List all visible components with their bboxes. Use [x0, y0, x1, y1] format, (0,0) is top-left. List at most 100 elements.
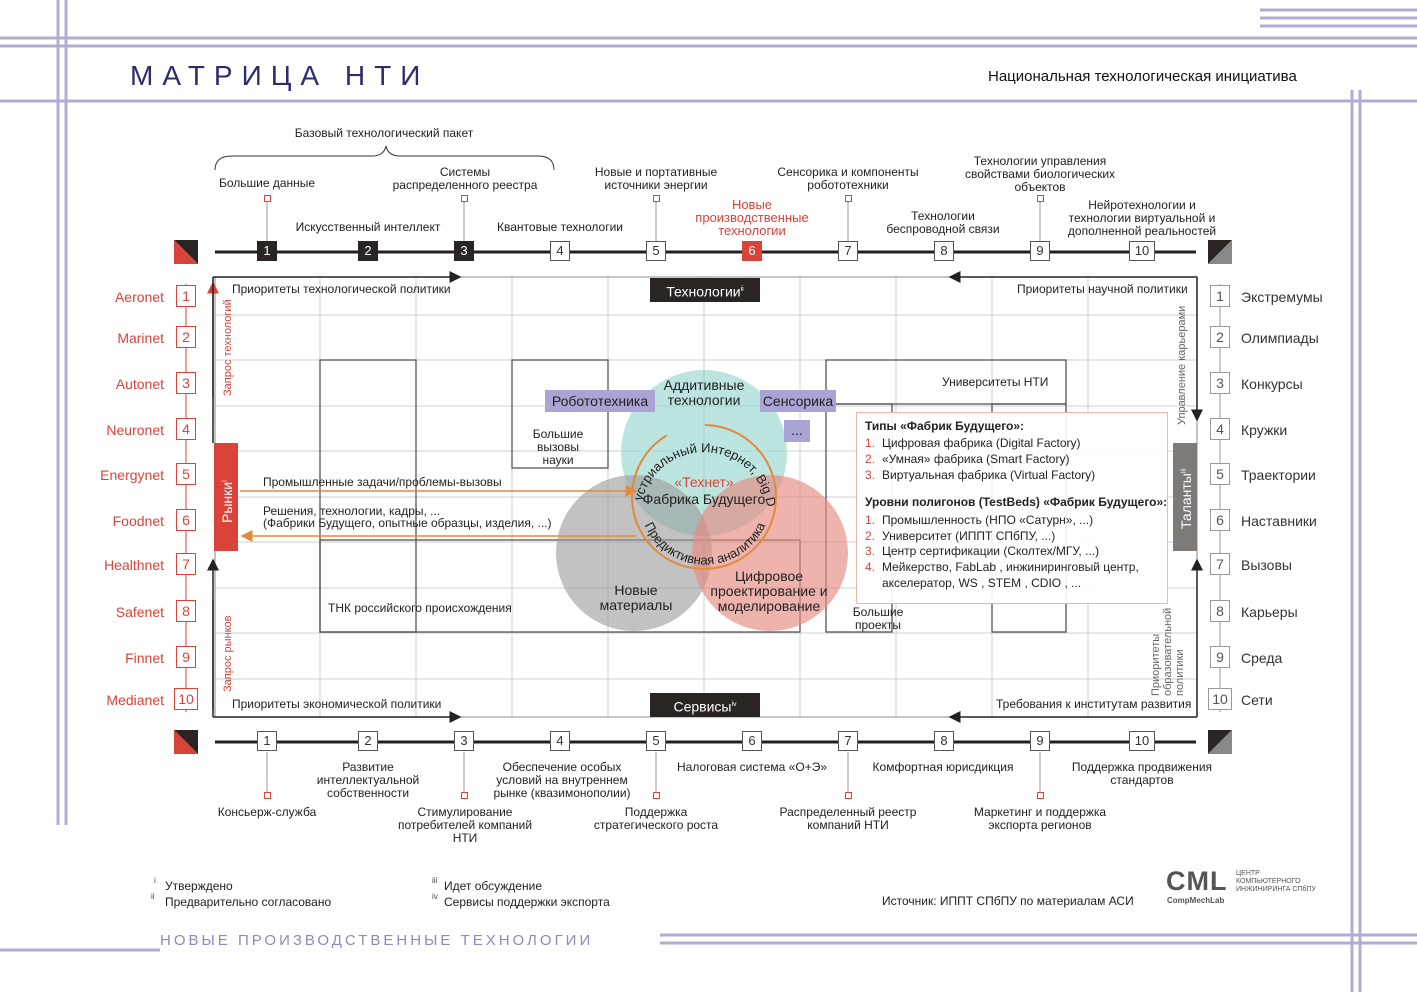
logo-line-2: КОМПЬЮТЕРНОГО	[1236, 878, 1301, 885]
arrow-solutions-label-1: Решения, технологии, кадры, ...	[263, 504, 441, 518]
tnk-label: ТНК российского происхождения	[328, 601, 512, 615]
cml-logo: CML	[1166, 866, 1228, 896]
market-num-1: 1	[176, 285, 196, 307]
talent-label-8: Карьеры	[1241, 604, 1298, 620]
top-label-9: Технологии управления свойствами биологи…	[964, 154, 1116, 194]
market-label-8: Safenet	[115, 604, 164, 620]
types-title: Типы «Фабрик Будущего»:	[865, 419, 1025, 433]
market-num-10: 10	[174, 688, 198, 710]
policy-economy: Приоритеты экономической политики	[232, 697, 442, 711]
levels-n-1: 1.	[865, 513, 876, 527]
talent-num-9: 9	[1210, 646, 1230, 668]
logo-line-1: ЦЕНТР	[1236, 870, 1260, 877]
market-num-2: 2	[176, 326, 196, 348]
fn-text-1: Утверждено	[165, 879, 233, 893]
levels-n-4: 4.	[865, 560, 876, 574]
bottom-label-4: Обеспечение особых условий на внутреннем…	[493, 760, 631, 800]
footer-title: НОВЫЕ ПРОИЗВОДСТВЕННЫЕ ТЕХНОЛОГИИ	[160, 932, 594, 949]
svg-text:Предиктивная аналитика: Предиктивная аналитика	[642, 519, 769, 568]
robotics-tag: Робототехника	[545, 390, 655, 412]
bottom-label-10: Поддержка продвижения стандартов	[1071, 760, 1213, 787]
bottom-marker	[461, 792, 468, 799]
top-marker	[461, 195, 468, 202]
market-num-8: 8	[176, 600, 196, 622]
bottom-label-5: Поддержка стратегического роста	[593, 805, 719, 832]
market-num-4: 4	[176, 418, 196, 440]
levels-n-2: 2.	[865, 529, 876, 543]
talent-num-3: 3	[1210, 372, 1230, 394]
bottom-box-6: 6	[742, 731, 762, 751]
bottom-box-4: 4	[550, 731, 570, 751]
bottom-box-9: 9	[1030, 731, 1050, 751]
talent-num-1: 1	[1210, 285, 1230, 307]
big-challenges-label: Большие вызовы науки	[532, 427, 584, 467]
top-box-4: 4	[550, 241, 570, 261]
market-label-5: Energynet	[100, 467, 164, 483]
bottom-box-5: 5	[646, 731, 666, 751]
fn-mark-1: i	[154, 876, 156, 885]
universities-label: Университеты НТИ	[942, 375, 1049, 389]
types-n-2: 2.	[865, 452, 876, 466]
market-num-3: 3	[176, 372, 196, 394]
talent-label-6: Наставники	[1241, 513, 1317, 529]
services-band-label: Сервисы	[673, 698, 732, 715]
svg-text:Индустриальный Интернет, Big D: Индустриальный Интернет, Big Data	[0, 0, 779, 508]
bottom-box-8: 8	[934, 731, 954, 751]
fn-text-2: Предварительно согласовано	[165, 895, 332, 909]
talent-label-4: Кружки	[1241, 422, 1288, 438]
types-n-1: 1.	[865, 436, 876, 450]
bottom-box-7: 7	[838, 731, 858, 751]
top-label-8: Технологии беспроводной связи	[886, 209, 1000, 236]
additive-label: Аддитивные технологии	[663, 377, 745, 408]
fn-text-4: Сервисы поддержки экспорта	[444, 895, 610, 909]
bottom-box-1: 1	[257, 731, 277, 751]
top-box-3: 3	[454, 241, 474, 261]
digital-design-label: Цифровое проектирование и моделирование	[710, 568, 828, 614]
info-box	[856, 412, 1168, 604]
talent-label-7: Вызовы	[1241, 557, 1292, 573]
types-n-3: 3.	[865, 468, 876, 482]
bottom-marker	[653, 792, 660, 799]
market-num-7: 7	[176, 553, 196, 575]
services-band-sup: iv	[731, 701, 737, 708]
talent-label-9: Среда	[1241, 650, 1283, 666]
types-t-2: «Умная» фабрика (Smart Factory)	[882, 452, 1070, 466]
markets-band: Рынкиi	[214, 443, 238, 551]
bottom-label-3: Стимулирование потребителей компаний НТИ	[397, 805, 533, 845]
talent-num-10: 10	[1208, 688, 1232, 710]
page-title: МАТРИЦА НТИ	[130, 60, 430, 91]
bottom-label-8: Комфортная юрисдикция	[872, 760, 1014, 774]
market-label-7: Healthnet	[104, 557, 164, 573]
talent-num-4: 4	[1210, 418, 1230, 440]
fn-mark-4: iv	[432, 892, 438, 901]
top-box-2: 2	[358, 241, 378, 261]
bottom-marker	[1037, 792, 1044, 799]
market-label-4: Neuronet	[106, 422, 164, 438]
top-label-1: Большие данные	[218, 176, 316, 190]
logo-sub: CompMechLab	[1167, 896, 1225, 905]
levels-t-3: Центр сертификации (Сколтех/МГУ, ...)	[882, 544, 1100, 558]
types-t-3: Виртуальная фабрика (Virtual Factory)	[882, 468, 1096, 482]
page-subtitle: Национальная технологическая инициатива	[988, 68, 1297, 85]
talent-label-10: Сети	[1241, 692, 1273, 708]
factory-label: Фабрика Будущего	[642, 491, 766, 507]
top-label-4: Квантовые технологии	[497, 220, 623, 234]
bottom-label-1: Консьерж-служба	[217, 805, 317, 819]
bottom-label-6: Налоговая система «О+Э»	[677, 760, 827, 774]
top-marker	[653, 195, 660, 202]
bottom-marker	[845, 792, 852, 799]
top-marker	[264, 195, 271, 202]
market-label-2: Marinet	[117, 330, 164, 346]
fn-text-3: Идет обсуждение	[444, 879, 542, 893]
fn-mark-2: ii	[151, 892, 155, 901]
policy-institutions: Требования к институтам развития	[996, 697, 1192, 711]
top-label-7: Сенсорика и компоненты робототехники	[777, 165, 919, 192]
policy-tech: Приоритеты технологической политики	[232, 282, 451, 296]
top-marker	[845, 195, 852, 202]
source-text: Источник: ИППТ СПбПУ по материалам АСИ	[882, 894, 1134, 908]
types-t-1: Цифровая фабрика (Digital Factory)	[882, 436, 1081, 450]
technet-label: «Технет»	[674, 474, 734, 490]
new-materials-label: Новые материалы	[599, 582, 673, 613]
top-box-5: 5	[646, 241, 666, 261]
fn-mark-3: iii	[432, 876, 438, 885]
